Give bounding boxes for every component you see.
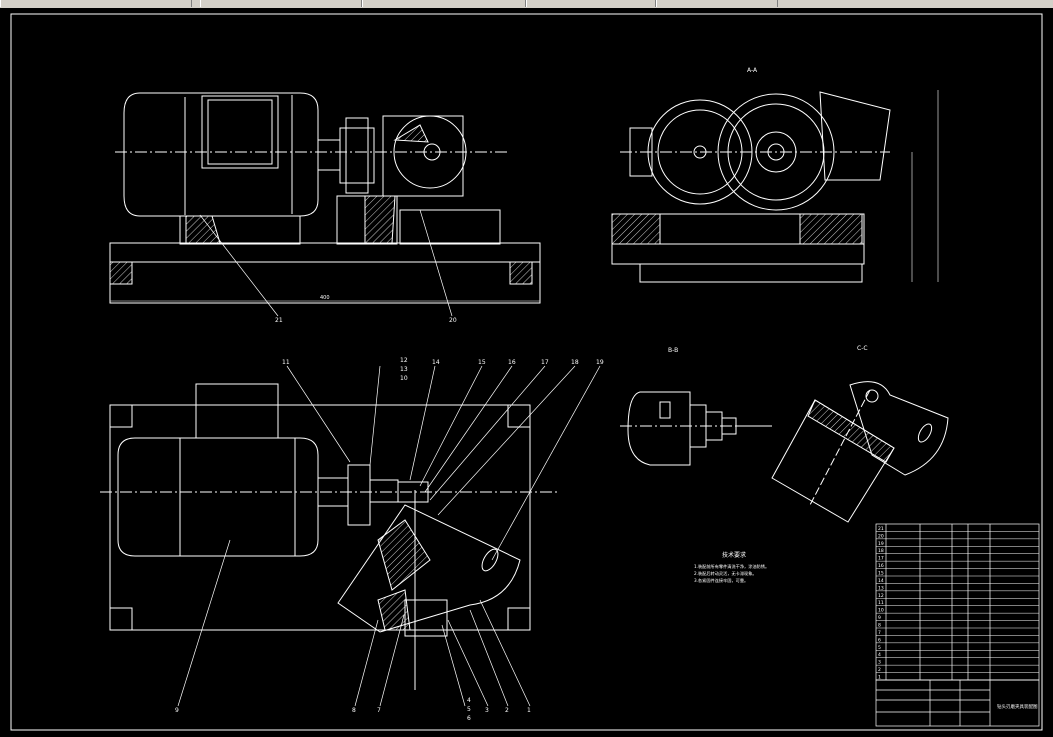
parts-row-number: 17: [878, 556, 884, 562]
parts-row-number: 10: [878, 608, 884, 614]
callout-10: 10: [400, 375, 408, 382]
drawing-title: 钻头刃磨夹具装配图: [997, 703, 1038, 710]
parts-row-number: 19: [878, 541, 884, 547]
window-tab[interactable]: [200, 0, 362, 7]
callout-18: 18: [571, 359, 579, 366]
callout-1: 1: [527, 707, 531, 714]
sheet-border: [10, 13, 1043, 731]
parts-row-number: 4: [878, 652, 881, 658]
callout-20: 20: [449, 317, 457, 324]
dimension-label: 400: [320, 295, 330, 301]
front-view: [109, 92, 541, 317]
callout-14: 14: [432, 359, 440, 366]
parts-row-number: 1: [878, 675, 881, 681]
callout-21: 21: [275, 317, 283, 324]
parts-row-number: 5: [878, 645, 881, 651]
callout-4: 4: [467, 697, 471, 704]
cad-drawing-sheet[interactable]: 400 21 20 A-A: [0, 8, 1053, 733]
side-view-aa: [611, 90, 939, 283]
window-tab[interactable]: [526, 0, 656, 7]
parts-row-number: 15: [878, 571, 884, 577]
parts-row-number: 20: [878, 533, 884, 539]
parts-row-number: 14: [878, 578, 884, 584]
parts-row-number: 21: [878, 526, 884, 532]
tech-req-title: 技术要求: [722, 551, 746, 559]
parts-row-number: 2: [878, 667, 881, 673]
parts-row-number: 9: [878, 615, 881, 621]
parts-row-number: 7: [878, 630, 881, 636]
parts-row-number: 18: [878, 548, 884, 554]
callout-5: 5: [467, 706, 471, 713]
callout-8: 8: [352, 707, 356, 714]
parts-row-number: 13: [878, 585, 884, 591]
window-tab[interactable]: [362, 0, 526, 7]
window-tab[interactable]: [656, 0, 778, 7]
technical-requirements: 技术要求 1.装配前所有零件清洗干净，涂油防锈。 2.装配后转动灵活，无卡滞现象…: [694, 551, 769, 584]
window-tab[interactable]: [0, 0, 192, 7]
parts-row-number: 6: [878, 637, 881, 643]
tech-req-line: 1.装配前所有零件清洗干净，涂油防锈。: [694, 563, 769, 570]
callout-9: 9: [175, 707, 179, 714]
callout-2: 2: [505, 707, 509, 714]
parts-row-number: 3: [878, 660, 881, 666]
detail-view-cc: [771, 381, 949, 523]
callout-7: 7: [377, 707, 381, 714]
callout-15: 15: [478, 359, 486, 366]
callout-11: 11: [282, 359, 290, 366]
section-label-aa: A-A: [747, 67, 758, 74]
parts-row-number: 8: [878, 623, 881, 629]
section-label-bb: B-B: [668, 347, 678, 354]
callout-12: 12: [400, 357, 408, 364]
top-view-callouts: 11 12 13 10 14 15 16 17 18 19 9 8 7 4 5 …: [175, 357, 604, 722]
top-view: [100, 365, 601, 707]
callout-6: 6: [467, 715, 471, 722]
section-label-cc: C-C: [857, 345, 868, 352]
tech-req-line: 3.各紧固件连接牢固，可靠。: [694, 577, 748, 584]
callout-16: 16: [508, 359, 516, 366]
callout-17: 17: [541, 359, 549, 366]
callout-19: 19: [596, 359, 604, 366]
engineering-drawing[interactable]: 400 21 20 A-A: [0, 8, 1053, 733]
parts-row-number: 12: [878, 593, 884, 599]
detail-view-bb: [620, 391, 775, 466]
callout-3: 3: [485, 707, 489, 714]
parts-row-number: 16: [878, 563, 884, 569]
callout-13: 13: [400, 366, 408, 373]
parts-list: [875, 523, 1040, 681]
parts-row-number: 11: [878, 600, 884, 606]
title-block: [875, 679, 1040, 727]
tech-req-line: 2.装配后转动灵活，无卡滞现象。: [694, 570, 757, 577]
